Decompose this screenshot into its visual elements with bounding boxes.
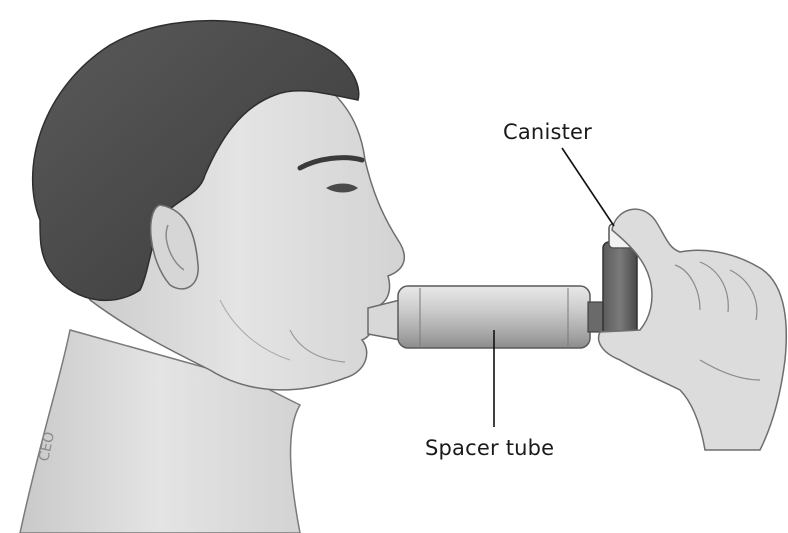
inhaler-body bbox=[603, 242, 637, 338]
canister-label: Canister bbox=[503, 120, 592, 144]
spacer-tube-label: Spacer tube bbox=[425, 436, 554, 460]
canister-leader-line bbox=[562, 148, 614, 226]
